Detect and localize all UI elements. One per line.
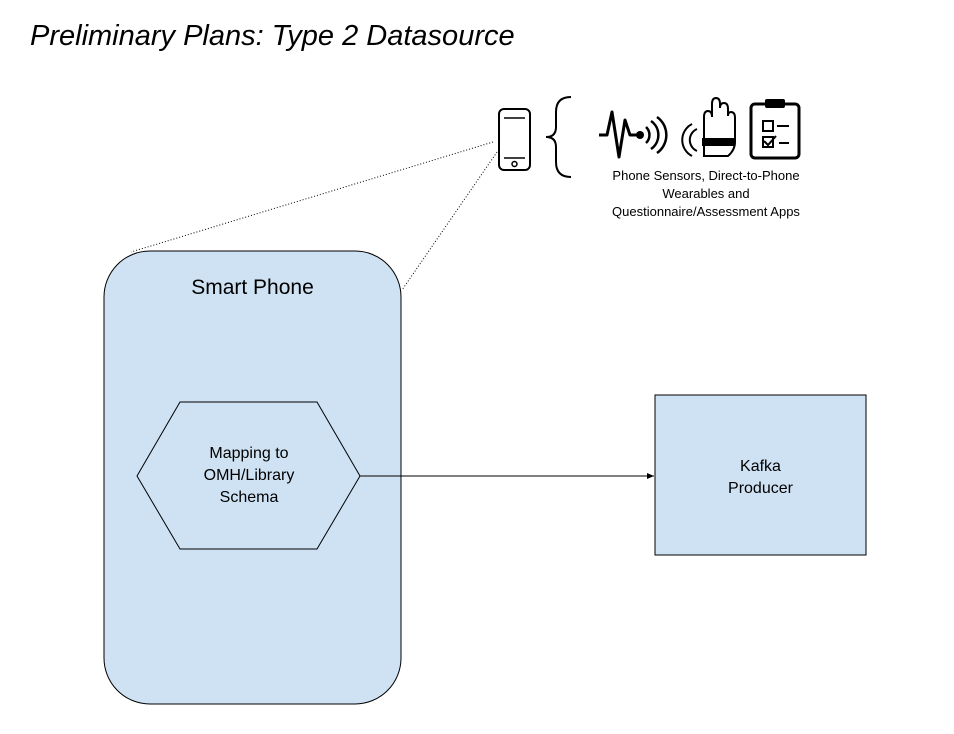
smartphone-icon [498,108,531,171]
data-sources-caption: Phone Sensors, Direct-to-Phone Wearables… [580,167,832,221]
mapping-label: Mapping to OMH/Library Schema [170,443,328,509]
mapping-hexagon [136,401,361,550]
brace-icon [545,96,572,178]
wearable-hand-icon [681,96,736,157]
kafka-producer-box [654,394,867,556]
sources-caption-line: Wearables and [662,186,750,201]
slide-title: Preliminary Plans: Type 2 Datasource [30,20,515,52]
mapping-label-line: OMH/Library [203,467,295,484]
mapping-label-line: Schema [219,489,279,506]
smart-phone-label: Smart Phone [191,276,314,299]
sources-caption-line: Questionnaire/Assessment Apps [612,204,800,219]
mapping-label-line: Mapping to [209,445,289,462]
zoom-line-left [130,141,494,253]
sources-caption-line: Phone Sensors, Direct-to-Phone [612,168,800,183]
questionnaire-clipboard-icon [749,99,801,160]
zoom-line-right [401,151,498,291]
kafka-label-line: Kafka [740,458,781,475]
sensor-signal-icon [599,110,668,159]
kafka-producer-label: Kafka Producer [655,456,866,500]
kafka-label-line: Producer [728,480,793,497]
